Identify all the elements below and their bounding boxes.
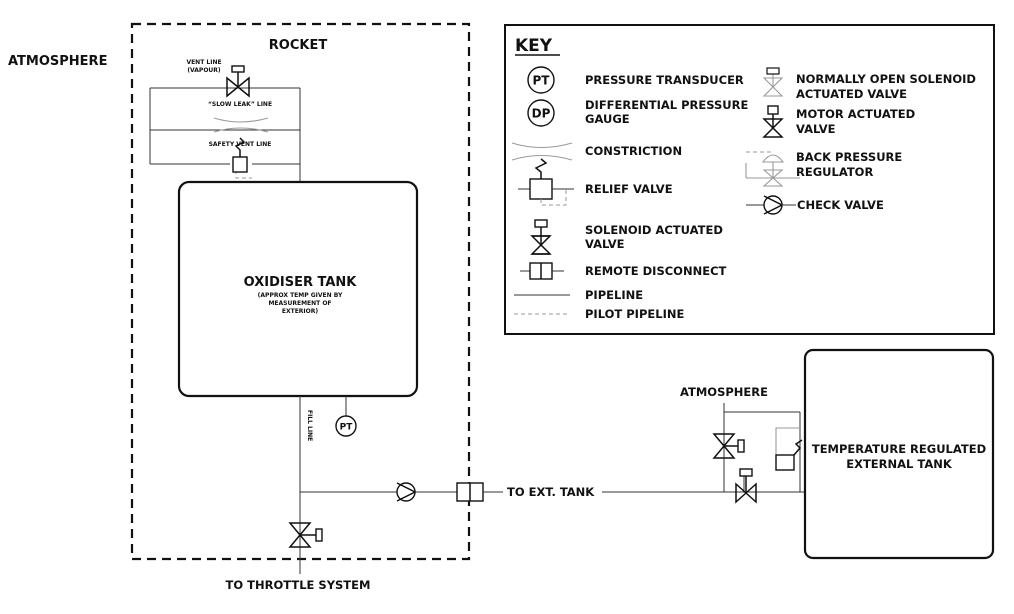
tank-sub2: MEASUREMENT OF — [268, 300, 331, 307]
throttle-solenoid-valve-icon — [288, 522, 323, 548]
key-relief-valve: RELIEF VALVE — [585, 182, 673, 196]
atmosphere-right-label: ATMOSPHERE — [680, 385, 768, 399]
vent-lines — [149, 87, 301, 182]
safety-relief-valve-icon — [232, 137, 248, 173]
atmosphere-left-label: ATMOSPHERE — [8, 54, 107, 69]
key-constriction: CONSTRICTION — [585, 144, 682, 158]
remote-disconnect-icon — [456, 482, 484, 502]
tank-sub3: EXTERIOR) — [282, 308, 318, 315]
key-check-valve-icon — [746, 195, 796, 215]
tank-title: OXIDISER TANK — [244, 275, 358, 290]
slow-leak-label: “SLOW LEAK” LINE — [208, 101, 272, 108]
key-back-pressure-1: BACK PRESSURE — [796, 150, 902, 164]
key-solenoid-valve-2: VALVE — [585, 237, 625, 251]
key-solenoid-valve-1: SOLENOID ACTUATED — [585, 223, 723, 237]
key-relief-valve-icon — [518, 158, 574, 206]
key-dp-symbol: DP — [532, 107, 551, 121]
pt-label: PT — [340, 423, 354, 433]
ext-tank-line2: EXTERNAL TANK — [846, 457, 953, 471]
key-back-pressure-2: REGULATOR — [796, 165, 873, 179]
key-dp-icon: DP — [527, 99, 555, 127]
key-title: KEY — [515, 36, 553, 56]
key-solenoid-valve-icon — [530, 219, 552, 255]
back-pressure-regulator-icon — [775, 439, 803, 471]
external-plumbing — [723, 403, 805, 493]
check-valve-icon — [396, 482, 417, 502]
vent-line-sub-label: (VAPOUR) — [187, 67, 221, 74]
key-remote-disconnect: REMOTE DISCONNECT — [585, 264, 727, 278]
key-motor-valve-1: MOTOR ACTUATED — [796, 107, 915, 121]
key-motor-valve-2: VALVE — [796, 122, 836, 136]
key-pt-icon: PT — [527, 66, 555, 94]
to-ext-tank-label: TO EXT. TANK — [507, 485, 595, 499]
key-back-pressure-regulator-icon — [745, 151, 800, 187]
ext-tank-line1: TEMPERATURE REGULATED — [812, 442, 986, 456]
external-solenoid-valve-icon — [735, 468, 757, 504]
tank-sub1: (APPROX TEMP GIVEN BY — [258, 292, 343, 299]
key-constriction-icon — [511, 142, 573, 161]
key-normally-open-solenoid-icon — [762, 67, 784, 97]
key-pilot-pipeline: PILOT PIPELINE — [585, 307, 684, 321]
pressure-transducer-icon: PT — [335, 396, 357, 437]
key-no-solenoid-1: NORMALLY OPEN SOLENOID — [796, 72, 976, 86]
rocket-label: ROCKET — [269, 38, 328, 53]
vent-line-solenoid-valve-icon — [226, 65, 250, 98]
key-pipeline: PIPELINE — [585, 288, 643, 302]
atmosphere-solenoid-valve-icon — [712, 433, 745, 459]
vent-line-label: VENT LINE — [186, 59, 221, 66]
key-box — [504, 24, 995, 335]
to-throttle-label: TO THROTTLE SYSTEM — [226, 578, 371, 592]
key-pt-symbol: PT — [533, 74, 551, 88]
key-diff-gauge-2: GAUGE — [585, 112, 630, 126]
key-pressure-transducer: PRESSURE TRANSDUCER — [585, 73, 744, 87]
key-check-valve: CHECK VALVE — [797, 198, 884, 212]
key-remote-disconnect-icon — [520, 262, 564, 280]
key-motor-valve-icon — [762, 105, 784, 138]
oxidiser-tank — [177, 180, 419, 398]
key-no-solenoid-2: ACTUATED VALVE — [796, 87, 907, 101]
external-tank — [803, 348, 995, 560]
key-diff-gauge-1: DIFFERENTIAL PRESSURE — [585, 98, 748, 112]
fill-line-label: FILL LINE — [306, 410, 313, 441]
fill-line — [299, 396, 457, 574]
